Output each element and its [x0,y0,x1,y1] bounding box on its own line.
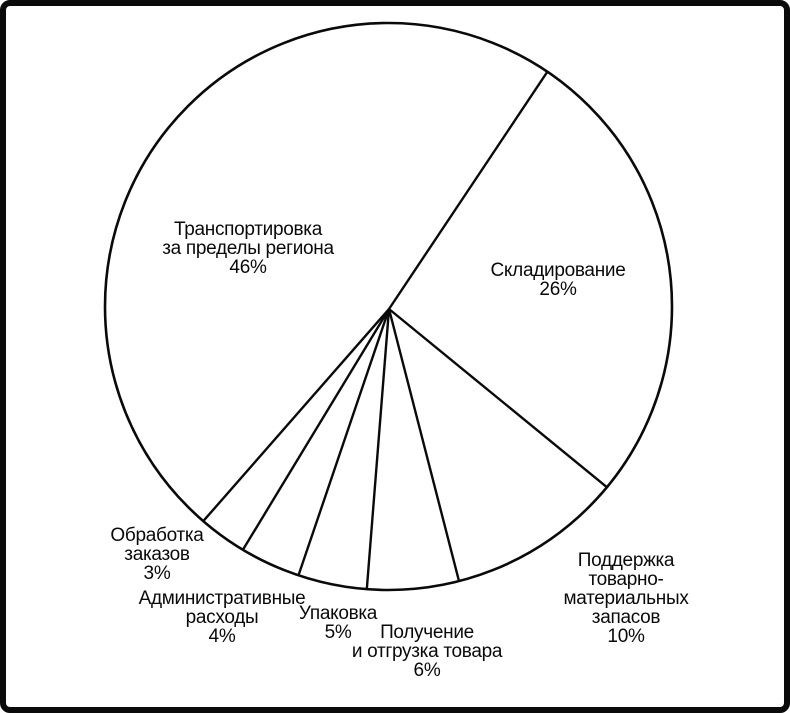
pie-circle [103,21,674,592]
pie-label-order-processing: Обработка заказов 3% [110,525,204,584]
pie-label-warehousing: Складирование 26% [490,260,626,300]
pie-divider-line-3 [365,308,391,590]
pie-divider-line-5 [241,308,391,551]
pie-divider-line-4 [297,308,391,576]
pie-divider-line-2 [387,308,461,582]
pie-divider-line-0 [388,71,549,310]
pie-label-transport-outside-region: Транспортировка за пределы региона 46% [162,219,334,278]
pie-label-inventory-support: Поддержка товарно-материальных запасов 1… [563,550,689,647]
pie-divider-line-6 [202,308,390,522]
pie-label-packaging: Упаковка 5% [298,603,378,643]
pie-divider-line-1 [388,308,608,489]
pie-label-administrative-costs: Административные расходы 4% [138,588,306,647]
pie-label-receiving-shipping: Получение и отгрузка товара 6% [351,622,503,681]
